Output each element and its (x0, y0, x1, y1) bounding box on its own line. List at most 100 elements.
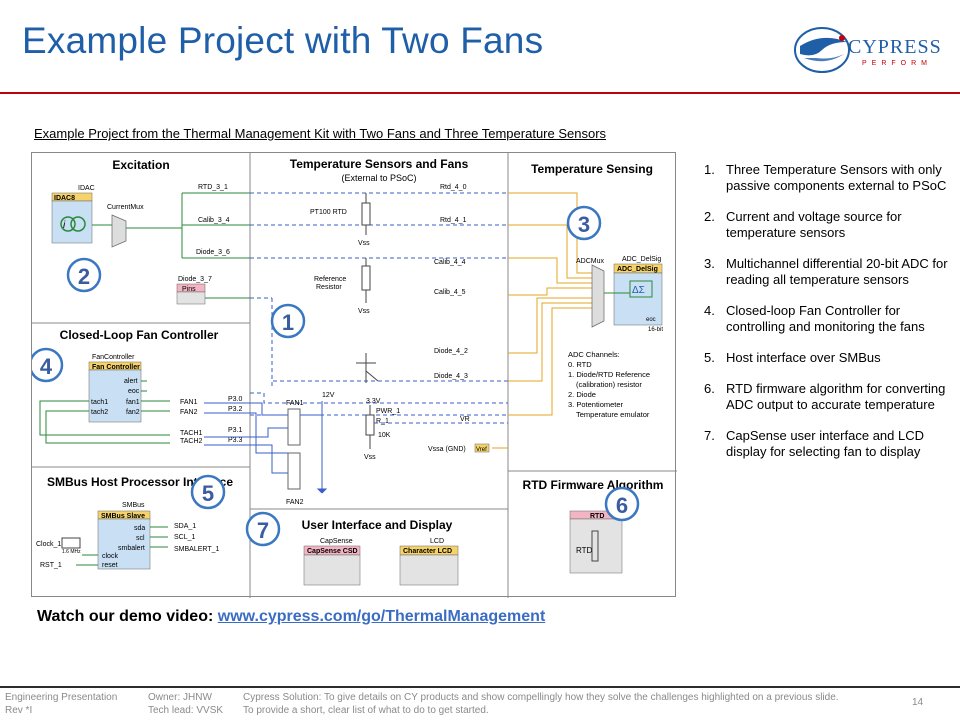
adc-channels-list: ADC Channels: 0. RTD 1. Diode/RTD Refere… (568, 350, 650, 419)
footer-notes: Cypress Solution: To give details on CY … (243, 692, 839, 716)
svg-text:7: 7 (257, 518, 269, 543)
svg-text:ADC Channels:: ADC Channels: (568, 350, 620, 359)
rtd-block-symbol: RTD (576, 546, 593, 555)
section-rtd-algorithm: RTD Firmware Algorithm (523, 478, 664, 492)
svg-text:4: 4 (40, 354, 53, 379)
feature-list: 1.Three Temperature Sensors with only pa… (700, 162, 955, 475)
net-vssa: Vssa (GND) (428, 446, 466, 453)
fan1-label: FAN1 (286, 400, 304, 407)
list-item: 5.Host interface over SMBus (704, 350, 881, 365)
lcd-label: LCD (430, 538, 444, 545)
net-calib-4-5: Calib_4_5 (434, 289, 466, 296)
section-temp-sensors-fans-sub: (External to PSoC) (341, 173, 416, 183)
svg-text:IDAC8: IDAC8 (54, 195, 75, 202)
svg-text:2. Diode: 2. Diode (568, 390, 596, 399)
block-diagram: Excitation Temperature Sensors and Fans … (28, 152, 677, 598)
list-item: 3.Multichannel differential 20-bit ADC f… (704, 256, 948, 287)
port-clock: clock (102, 553, 118, 560)
rst-name: RST_1 (40, 562, 62, 569)
demo-video-link[interactable]: www.cypress.com/go/ThermalManagement (217, 608, 546, 625)
section-ui-display: User Interface and Display (302, 518, 453, 532)
svg-text:6: 6 (616, 493, 628, 518)
cypress-logo-icon (794, 27, 850, 73)
idac-block: IDAC IDAC8 i (51, 185, 95, 244)
svg-text:3. Potentiometer: 3. Potentiometer (568, 400, 624, 409)
adc-mux-label: ADCMux (576, 258, 605, 265)
net-rtd-4-1: Rtd_4_1 (440, 217, 467, 224)
vss-2: Vss (358, 308, 370, 315)
net-sda: SDA_1 (174, 523, 196, 530)
net-calib-3-4: Calib_3_4 (198, 217, 230, 224)
net-p32: P3.2 (228, 406, 243, 413)
svg-text:IDAC: IDAC (78, 185, 95, 192)
adc-eoc: eoc (646, 317, 656, 323)
footer-owner: Owner: JHNW Tech lead: VVSK (148, 692, 224, 716)
list-item: 7.CapSense user interface and LCD displa… (704, 428, 925, 459)
list-item: 2.Current and voltage source for tempera… (704, 209, 902, 240)
adc-name: ADC_DelSig (617, 266, 658, 273)
net-p30: P3.0 (228, 396, 243, 403)
pwr-label: PWR_1 (376, 408, 400, 415)
r1-label: R_1 (376, 418, 389, 425)
port-fan1: fan1 (126, 399, 140, 406)
slide-title: Example Project with Two Fans (22, 20, 544, 61)
adc-bits: 16-bit (648, 327, 663, 333)
net-p31: P3.1 (228, 427, 243, 434)
section-fan-controller: Closed-Loop Fan Controller (60, 328, 219, 342)
net-diode-4-3: Diode_4_3 (434, 373, 468, 380)
fan-controller-label: FanController (92, 354, 135, 361)
port-reset: reset (102, 562, 118, 569)
current-mux-label: CurrentMux (107, 204, 144, 211)
logo-tagline: PERFORM (862, 60, 932, 67)
watch-video-line: Watch our demo video: www.cypress.com/go… (37, 608, 545, 626)
net-scl: SCL_1 (174, 534, 196, 541)
footer-presentation: Engineering Presentation Rev *I (5, 692, 118, 716)
net-rtd-3-1: RTD_3_1 (198, 184, 228, 191)
current-mux-shape (111, 214, 127, 248)
footer-divider (0, 686, 960, 688)
svg-text:Temperature emulator: Temperature emulator (576, 410, 650, 419)
ref-resistor-label-1: Reference (314, 276, 346, 283)
list-item: 1.Three Temperature Sensors with only pa… (704, 162, 947, 193)
fan2-label: FAN2 (286, 499, 304, 506)
ref-resistor-label-2: Resistor (316, 284, 342, 291)
page-number: 14 (912, 697, 924, 708)
port-smbalert: smbalert (118, 545, 145, 552)
section-temp-sensors-fans: Temperature Sensors and Fans (290, 157, 469, 171)
watch-label: Watch our demo video: (37, 608, 214, 625)
fan-controller-name: Fan Controller (92, 364, 140, 371)
net-diode-3-6: Diode_3_6 (196, 249, 230, 256)
net-diode-4-2: Diode_4_2 (434, 348, 468, 355)
svg-text:2: 2 (78, 264, 90, 289)
section-smbus: SMBus Host Processor Interface (47, 475, 233, 489)
net-smbalert: SMBALERT_1 (174, 546, 219, 553)
clock-name: Clock_1 (36, 541, 61, 548)
svg-text:(calibration) resistor: (calibration) resistor (576, 380, 642, 389)
port-sda: sda (134, 525, 145, 532)
port-fan2: fan2 (126, 409, 140, 416)
r1-value: 10K (378, 432, 391, 439)
adc-mux-shape (591, 264, 605, 328)
title-divider (0, 92, 960, 94)
slide-subtitle: Example Project from the Thermal Managem… (34, 126, 607, 141)
net-rtd-4-0: Rtd_4_0 (440, 184, 467, 191)
net-fan2: FAN2 (180, 409, 198, 416)
pins-label: Diode_3_7 (178, 276, 212, 283)
svg-text:1. Diode/RTD Reference: 1. Diode/RTD Reference (568, 370, 650, 379)
v12-label: 12V (322, 392, 335, 399)
svg-text:ΔΣ: ΔΣ (632, 285, 645, 296)
adc-label: ADC_DelSig (622, 256, 661, 263)
vref-label: Vref (476, 447, 487, 453)
list-item: 6.RTD firmware algorithm for converting … (704, 381, 946, 412)
pt100-label: PT100 RTD (310, 209, 347, 216)
net-p33: P3.3 (228, 437, 243, 444)
net-vr: VR (460, 416, 470, 423)
v33-label: 3.3V (366, 398, 381, 405)
svg-text:i: i (63, 220, 66, 231)
rtd-block-name: RTD (590, 513, 604, 520)
svg-text:3: 3 (578, 212, 590, 237)
port-tach1: tach1 (91, 399, 108, 406)
svg-text:5: 5 (202, 481, 214, 506)
port-tach2: tach2 (91, 409, 108, 416)
port-alert: alert (124, 378, 138, 385)
